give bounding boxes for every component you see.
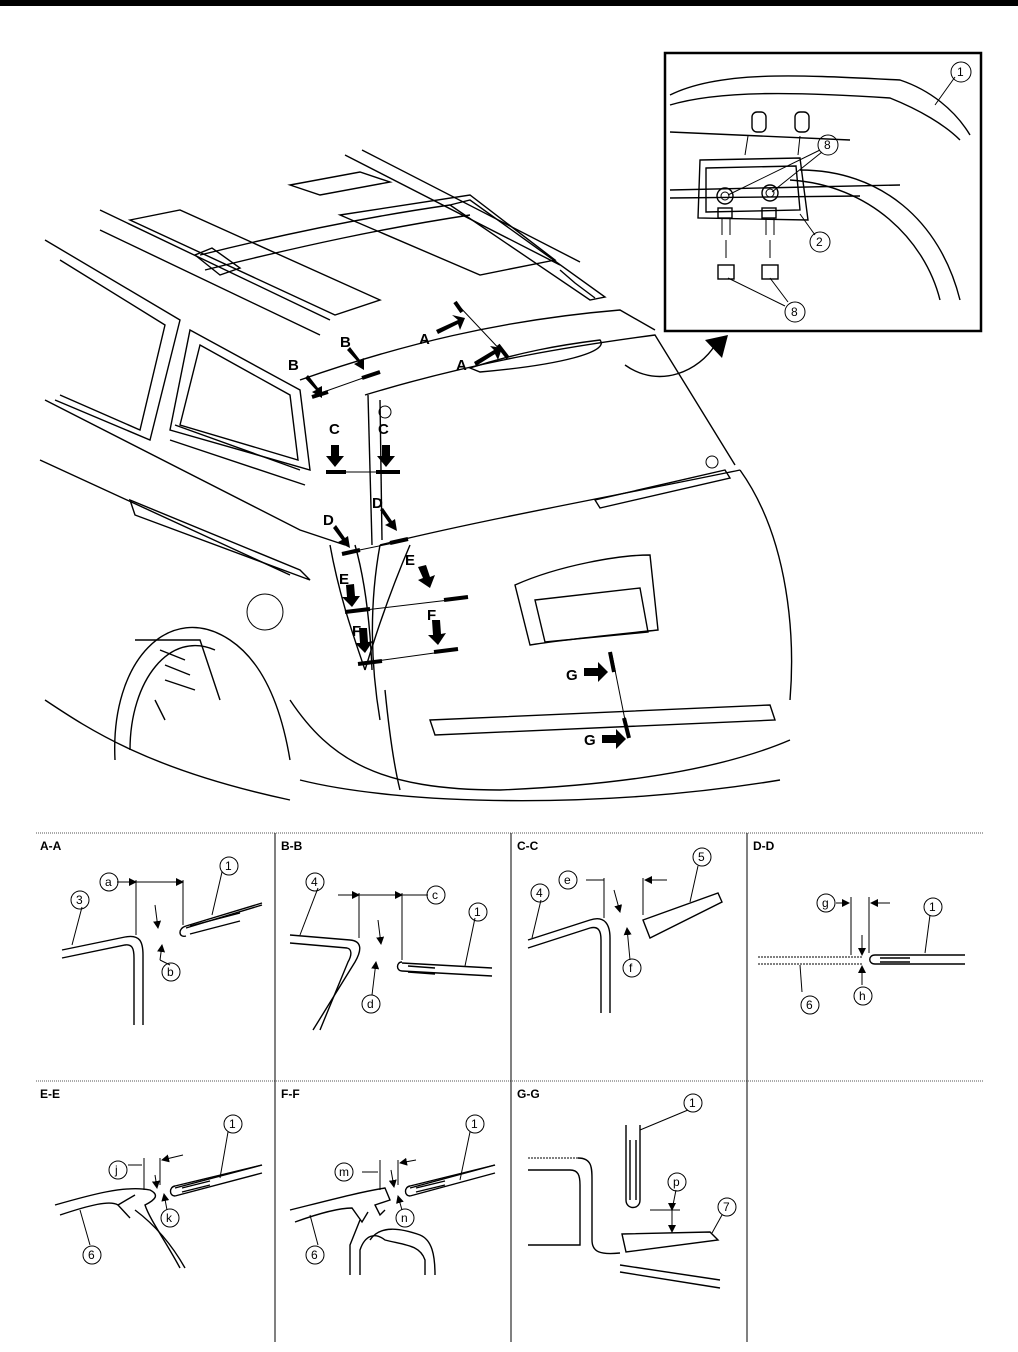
inset-callout-2: 2 <box>816 235 823 249</box>
section-d-d: D-D g 1 h 6 <box>753 839 965 1015</box>
part-callout-6: 6 <box>311 1248 318 1262</box>
marker-label-c-right: C <box>378 421 389 438</box>
marker-label-f-left: F <box>352 623 361 640</box>
marker-label-g-top: G <box>566 667 578 684</box>
dimension-m: m <box>339 1165 349 1179</box>
dimension-b: b <box>167 965 174 979</box>
dimension-f: f <box>629 961 633 975</box>
part-callout-7: 7 <box>723 1200 730 1214</box>
section-title: C-C <box>517 839 539 853</box>
section-markers <box>305 300 631 749</box>
detail-pointer-arrow <box>624 344 716 378</box>
dimension-j: j <box>114 1163 118 1177</box>
dimension-d: d <box>367 997 374 1011</box>
section-c-c: C-C e 4 5 f <box>517 839 723 1013</box>
dimension-p: p <box>673 1175 680 1189</box>
part-callout-6: 6 <box>88 1248 95 1262</box>
marker-label-a-top: A <box>419 331 430 348</box>
inset-detail: 1 8 2 8 <box>663 51 983 333</box>
dimension-c: c <box>432 888 438 902</box>
part-callout-6: 6 <box>806 998 813 1012</box>
dimension-h: h <box>859 989 866 1003</box>
page-header-rule <box>0 0 1018 6</box>
inset-callout-1: 1 <box>957 65 964 79</box>
part-callout-4: 4 <box>311 875 318 889</box>
part-callout-5: 5 <box>698 850 705 864</box>
section-title: E-E <box>40 1087 60 1101</box>
section-title: B-B <box>281 839 303 853</box>
part-callout-4: 4 <box>536 886 543 900</box>
marker-label-b-right: B <box>340 334 351 351</box>
detail-pointer-arrowhead <box>705 335 728 358</box>
section-a-a: A-A a 1 3 b <box>40 839 263 1025</box>
inset-callout-8b-circle <box>784 301 806 323</box>
dimension-g: g <box>822 896 829 910</box>
dimension-n: n <box>401 1211 408 1225</box>
inset-callout-8b: 8 <box>791 305 798 319</box>
inset-callout-2-circle <box>809 231 831 253</box>
marker-label-d-left: D <box>323 512 334 529</box>
dimension-a: a <box>105 875 112 889</box>
marker-label-c-left: C <box>329 421 340 438</box>
section-marker-labels: A A B B C C D D E E F F G G <box>288 331 596 749</box>
marker-label-a-bottom: A <box>456 357 467 374</box>
marker-label-f-right: F <box>427 607 436 624</box>
part-callout-1: 1 <box>471 1117 478 1131</box>
marker-label-b-left: B <box>288 357 299 374</box>
section-title: D-D <box>753 839 775 853</box>
vehicle-illustration <box>39 149 793 802</box>
part-callout-1: 1 <box>225 859 232 873</box>
part-callout-1: 1 <box>689 1096 696 1110</box>
marker-label-g-bottom: G <box>584 732 596 749</box>
section-e-e: E-E j 1 k 6 <box>40 1087 263 1269</box>
part-callout-3: 3 <box>76 893 83 907</box>
marker-label-e-left: E <box>339 571 349 588</box>
dimension-k: k <box>166 1211 173 1225</box>
section-f-f: F-F m 1 n 6 <box>281 1087 496 1276</box>
marker-label-d-right: D <box>372 495 383 512</box>
inset-callout-1-circle <box>950 61 972 83</box>
section-title: A-A <box>40 839 62 853</box>
section-title: G-G <box>517 1087 540 1101</box>
part-callout-1: 1 <box>929 900 936 914</box>
section-b-b: B-B c 4 1 d <box>281 839 493 1031</box>
inset-callout-8a-circle <box>817 134 839 156</box>
section-grid <box>36 832 983 1342</box>
part-callout-1: 1 <box>229 1117 236 1131</box>
section-title: F-F <box>281 1087 300 1101</box>
section-g-g: G-G 1 p 7 <box>517 1087 737 1289</box>
dimension-e: e <box>564 873 571 887</box>
inset-callout-8a: 8 <box>824 138 831 152</box>
part-callout-1: 1 <box>474 905 481 919</box>
marker-label-e-right: E <box>405 552 415 569</box>
